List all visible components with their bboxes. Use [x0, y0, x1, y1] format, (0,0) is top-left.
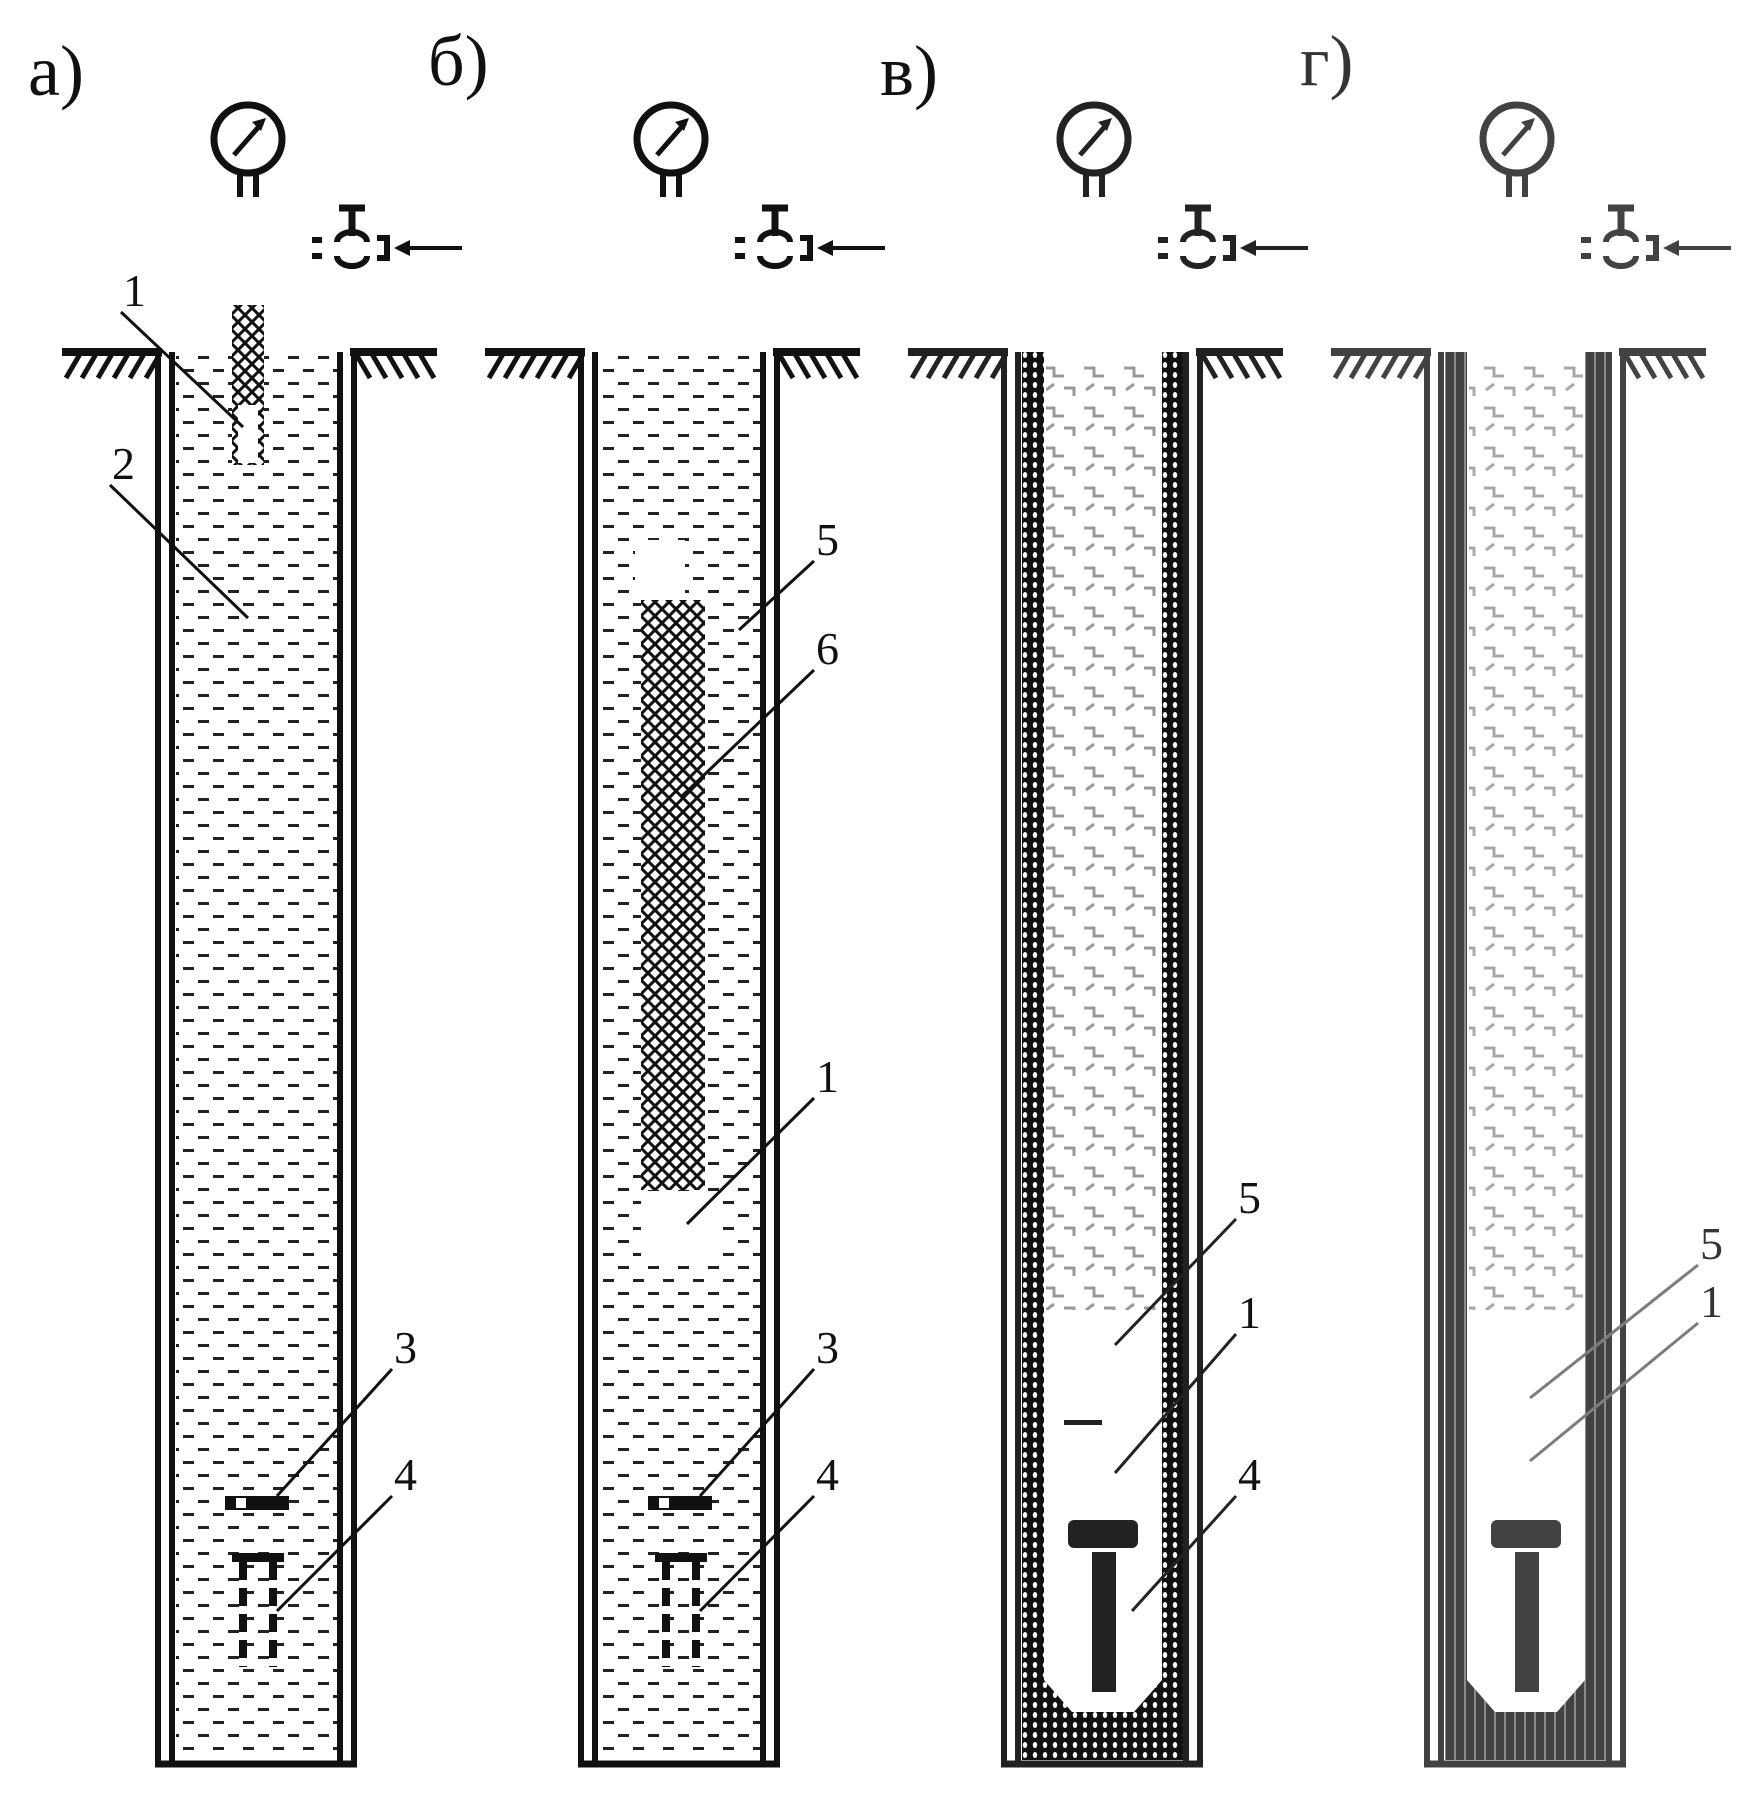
lower-plug: [225, 1496, 289, 1510]
valve-body-icon: [334, 229, 370, 269]
gauge-stem: [1506, 172, 1528, 197]
panel-2: б) 5 6 1 3 4: [428, 21, 885, 1768]
gauge-stem: [660, 172, 682, 197]
panel-label: г): [1300, 21, 1354, 101]
casing-interior: [1467, 1320, 1585, 1712]
casing-interior: [1044, 1320, 1162, 1712]
arrow-left-icon: [817, 240, 833, 256]
callout-number: 4: [816, 1449, 839, 1500]
callout-leader: [108, 483, 250, 620]
callout-leader: [685, 1096, 816, 1226]
panel-1: а) 1 2 3 4: [28, 31, 462, 1768]
gauge-needle: [1501, 121, 1533, 157]
callout-leader: [1529, 1321, 1699, 1463]
stop-ring-stem: [239, 1562, 277, 1667]
gauge-needle: [232, 121, 264, 157]
drilling-mud: [176, 352, 338, 1760]
valve-body-icon: [1603, 229, 1639, 269]
gauge-stem: [237, 172, 259, 197]
callout-leader: [698, 1367, 816, 1498]
upper-plug: [238, 405, 258, 463]
valve-pipe: [312, 235, 390, 261]
callout-number: 5: [1700, 1218, 1723, 1269]
gauge-needle-tip: [675, 118, 689, 131]
pressure-gauge-icon: [1056, 101, 1132, 177]
valve-pipe: [735, 235, 813, 261]
callout-leader: [275, 1494, 394, 1613]
ground-hatching: [63, 352, 437, 380]
callout-number: 5: [1238, 1172, 1261, 1223]
callout-leader: [275, 1367, 394, 1498]
panel-label: в): [880, 31, 938, 111]
arrow-left-icon: [394, 240, 410, 256]
stop-ring-stem: [1092, 1552, 1116, 1692]
pressure-gauge-icon: [633, 101, 709, 177]
callout-number: 1: [1238, 1287, 1261, 1338]
callout-number: 6: [816, 623, 839, 674]
casing-walls: [155, 352, 357, 1764]
pressure-gauge-icon: [210, 101, 286, 177]
ground-hatching: [1332, 352, 1706, 380]
callout-number: 1: [1700, 1276, 1723, 1327]
callout-leader: [1113, 1333, 1238, 1474]
arrow-left-icon: [1663, 240, 1679, 256]
displacement-fluid: [1469, 362, 1583, 1310]
displacement-fluid: [1046, 362, 1160, 1310]
callout-number: 1: [816, 1051, 839, 1102]
callout-number: 4: [1238, 1449, 1261, 1500]
panel-4: г) 5 1: [1300, 21, 1731, 1768]
gauge-needle-tip: [1098, 118, 1112, 131]
gauge-needle-tip: [252, 118, 266, 131]
callout-number: 1: [123, 265, 146, 316]
callout-leader: [698, 1494, 816, 1613]
gauge-needle: [655, 121, 687, 157]
pressure-gauge-icon: [1479, 101, 1555, 177]
plug-gap: [659, 1498, 669, 1508]
casing-walls: [578, 352, 780, 1764]
callout-number: 5: [816, 514, 839, 565]
plug-marker: [1064, 1420, 1102, 1425]
casing-walls: [1424, 352, 1626, 1764]
gap: [635, 540, 685, 595]
stop-ring: [1491, 1520, 1561, 1548]
callout-leader: [119, 310, 245, 429]
lower-plug: [648, 1496, 712, 1510]
panel-label: б): [428, 21, 489, 101]
panel-label: а): [28, 31, 84, 111]
arrow-left-icon: [1240, 240, 1256, 256]
panel-3: в) 5 1 4: [880, 31, 1308, 1768]
callout-leader: [1113, 1217, 1238, 1347]
upper-plug-region: [641, 1195, 721, 1265]
stop-ring: [655, 1553, 707, 1562]
callout-number: 2: [112, 438, 135, 489]
callout-number: 3: [816, 1322, 839, 1373]
callout-leader: [1529, 1263, 1699, 1400]
ground-hatching: [486, 352, 860, 380]
stop-ring: [232, 1553, 284, 1562]
callout-leader: [737, 559, 816, 632]
stop-ring-stem: [1515, 1552, 1539, 1692]
stop-ring: [1068, 1520, 1138, 1548]
callout-number: 4: [394, 1449, 417, 1500]
plug-gap: [236, 1498, 246, 1508]
cement-slurry: [641, 600, 705, 1190]
gauge-needle: [1078, 121, 1110, 157]
valve-body-icon: [1180, 229, 1216, 269]
gauge-stem: [1083, 172, 1105, 197]
valve-body-icon: [757, 229, 793, 269]
callout-number: 3: [394, 1322, 417, 1373]
callout-leader: [1130, 1494, 1238, 1613]
stop-ring-stem: [662, 1562, 700, 1667]
callout-leader: [679, 668, 816, 799]
valve-pipe: [1581, 235, 1659, 261]
gauge-needle-tip: [1521, 118, 1535, 131]
valve-pipe: [1158, 235, 1236, 261]
ground-hatching: [909, 352, 1283, 380]
casing-walls: [1001, 352, 1203, 1764]
